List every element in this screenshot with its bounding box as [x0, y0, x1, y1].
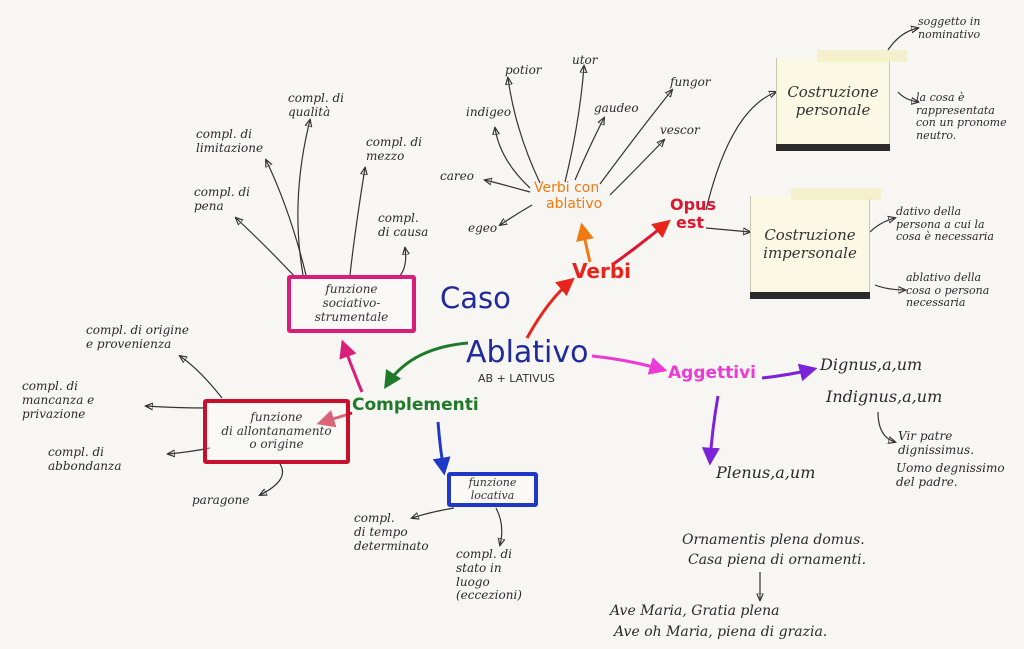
allont-item-origine: compl. di origine e provenienza	[86, 323, 189, 351]
center-title-ablativo: Ablativo	[466, 335, 589, 370]
plenus-label: Plenus,a,um	[716, 463, 816, 482]
note-costruzione-personale: Costruzione personale	[776, 50, 907, 151]
note-costruzione-impersonale: Costruzione impersonale	[750, 188, 881, 299]
link-center-agg	[591, 354, 668, 375]
link-verbi-opus	[611, 219, 671, 267]
link-agg-dignus	[761, 363, 818, 382]
soc-item-qualita: compl. di qualità	[288, 91, 344, 119]
verb-item-utor: utor	[572, 53, 598, 67]
personale-note-2: la cosa è rappresentata con un pronome n…	[916, 91, 1007, 142]
box-locativa: funzione locativa	[447, 472, 538, 507]
soc-item-causa: compl. di causa	[378, 211, 429, 239]
impersonale-note-1: dativo della persona a cui la cosa è nec…	[896, 205, 994, 244]
verb-item-vescor: vescor	[660, 123, 700, 137]
dignus-line-2: Indignus,a,um	[826, 387, 943, 406]
loc-item-tempo: compl. di tempo determinato	[354, 511, 429, 553]
opus-est-label-1: Opus	[670, 195, 716, 214]
plenus-example-4: Ave oh Maria, piena di grazia.	[614, 624, 828, 640]
verbi-ablativo-label-2: ablativo	[546, 196, 603, 212]
soc-item-pena: compl. di pena	[194, 185, 250, 213]
personale-note-1: soggetto in nominativo	[918, 15, 981, 41]
link-verbi-abl	[576, 222, 594, 263]
plenus-example-2: Casa piena di ornamenti.	[688, 552, 867, 568]
verbi-ablativo-label-1: Verbi con	[534, 180, 600, 196]
verb-item-egeo: egeo	[468, 221, 498, 235]
dignus-line-1: Dignus,a,um	[820, 355, 923, 374]
link-center-verbi	[525, 277, 575, 339]
verb-item-potior: potior	[505, 63, 542, 77]
dignus-example-2: Uomo degnissimo del padre.	[896, 461, 1005, 489]
soc-item-mezzo: compl. di mezzo	[366, 135, 422, 163]
link-compl-soc	[339, 339, 364, 393]
dignus-example-1: Vir patre dignissimus.	[898, 429, 975, 457]
allont-item-paragone: paragone	[192, 493, 250, 507]
plenus-example-1: Ornamentis plena domus.	[682, 532, 865, 548]
allont-item-mancanza: compl. di mancanza e privazione	[22, 379, 95, 421]
center-etymology: AB + LATIVUS	[478, 372, 555, 385]
verb-item-careo: careo	[440, 169, 474, 183]
opus-est-label-2: est	[676, 213, 705, 232]
aggettivi-label: Aggettivi	[668, 363, 757, 383]
allont-item-abbondanza: compl. di abbondanza	[48, 445, 122, 473]
impersonale-note-2: ablativo della cosa o persona necessaria	[906, 271, 990, 310]
link-compl-loc	[432, 421, 451, 476]
link-agg-plenus	[701, 395, 720, 466]
complementi-label: Complementi	[352, 395, 479, 415]
verb-item-fungor: fungor	[670, 75, 711, 89]
verb-item-gaudeo: gaudeo	[594, 101, 639, 115]
box-allontanamento-origine: funzione di allontanamento o origine	[203, 399, 350, 464]
verb-item-indigeo: indigeo	[466, 105, 512, 119]
verbi-label: Verbi	[572, 259, 631, 283]
box-sociativo-strumentale: funzione sociativo- strumentale	[287, 275, 416, 333]
link-center-compl	[384, 341, 469, 390]
soc-item-limitazione: compl. di limitazione	[196, 127, 264, 155]
center-title-caso: Caso	[440, 281, 511, 315]
loc-item-stato: compl. di stato in luogo (eccezioni)	[456, 547, 522, 603]
plenus-example-3: Ave Maria, Gratia plena	[610, 603, 780, 619]
